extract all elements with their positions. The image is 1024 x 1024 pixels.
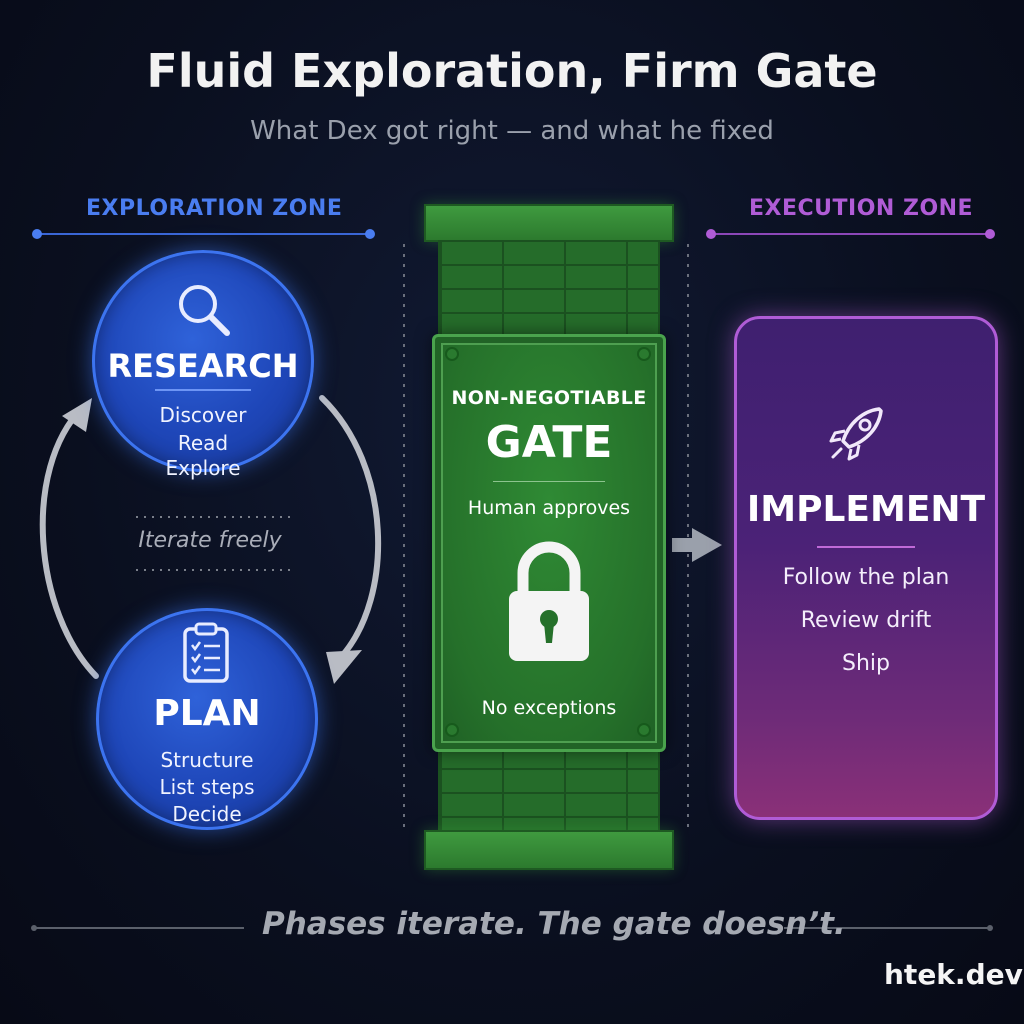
implement-item: Review drift [800,608,932,633]
gate-header: NON-NEGOTIABLE [451,387,647,409]
gate-to-implement-arrow-head [692,528,722,562]
cycle-arrow-down [319,395,382,659]
panel-bolt [445,723,459,737]
panel-bolt [445,347,459,361]
gate-approval-text: Human approves [467,497,631,519]
cycle-arrow-down-head [326,650,362,684]
implement-phase: IMPLEMENT Follow the plan Review drift S… [734,316,998,820]
gate-panel: NON-NEGOTIABLE GATE Human approves No ex… [432,334,666,752]
exploration-line-end-dot [365,229,375,239]
cycle-arrow-up [39,405,99,679]
exploration-zone-line [38,233,370,235]
execution-line-end-dot [985,229,995,239]
plan-item: Decide [172,802,242,826]
padlock-icon [509,541,589,661]
tagline: Phases iterate. The gate doesn’t. [262,906,846,942]
panel-bolt [637,347,651,361]
rocket-icon [829,407,883,461]
research-item: Explore [165,456,241,480]
execution-line-start-dot [706,229,716,239]
gate-footer-text: No exceptions [481,697,617,719]
gate-pillar-lower-bricks [438,744,660,830]
implement-item: Ship [842,651,890,676]
exploration-zone-label: EXPLORATION ZONE [86,196,343,221]
research-divider [155,389,251,391]
plan-phase: PLAN Structure List steps Decide [96,608,318,830]
brand-watermark: htek.dev [884,958,1023,991]
research-title: RESEARCH [107,347,299,385]
gate-to-implement-arrow-shaft [672,538,694,552]
exploration-line-start-dot [32,229,42,239]
plan-item: Structure [160,748,254,772]
gate-pillar-top-cap [424,204,674,242]
research-phase: RESEARCH Discover Read [92,250,314,472]
magnifier-icon [179,285,230,336]
plan-title: PLAN [153,693,261,734]
execution-zone-label: EXECUTION ZONE [749,196,974,221]
page-subtitle: What Dex got right — and what he fixed [250,116,774,146]
gate-divider [493,481,605,482]
implement-divider [817,546,915,548]
execution-zone-line [712,233,990,235]
research-item: Discover [159,403,247,427]
page-title: Fluid Exploration, Firm Gate [146,44,878,98]
plan-item: List steps [159,775,255,799]
implement-title: IMPLEMENT [746,489,986,530]
implement-item: Follow the plan [782,565,950,590]
gate-title: GATE [485,417,613,468]
tagline-left-dot [31,925,37,931]
research-item: Read [177,431,229,455]
iterate-label: Iterate freely [138,528,282,553]
clipboard-checklist-icon [183,622,229,683]
panel-bolt [637,723,651,737]
gate-pillar-base [424,830,674,870]
tagline-right-dot [987,925,993,931]
gate-pillar-upper-bricks [438,240,660,336]
cycle-arrow-up-head [62,398,92,432]
